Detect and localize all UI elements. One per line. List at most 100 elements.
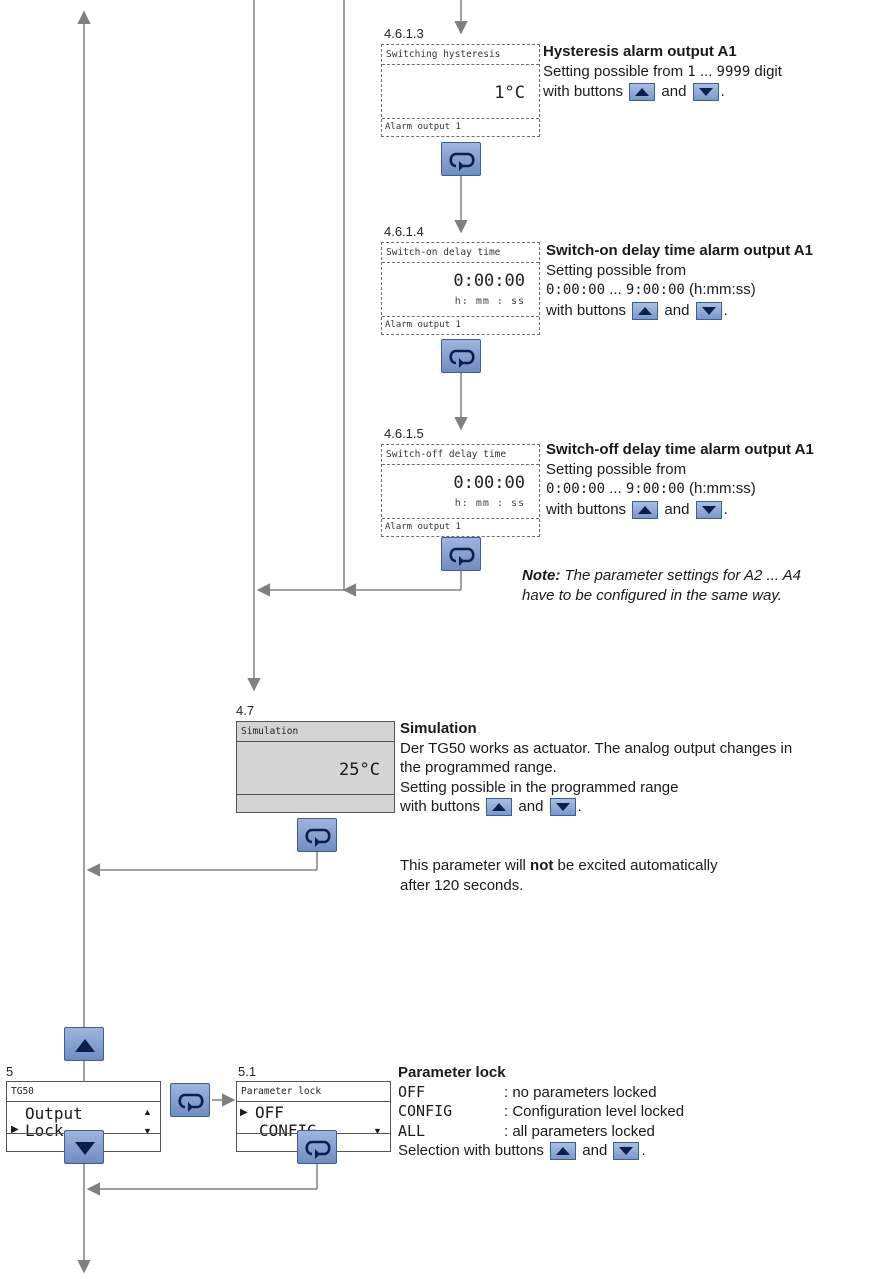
menu-item-output[interactable]: Output: [25, 1104, 83, 1123]
display-header: Simulation: [237, 722, 394, 742]
option-key: OFF: [398, 1082, 426, 1101]
option-key: CONFIG: [398, 1102, 453, 1120]
note-line: The parameter settings for A2 ... A4: [560, 567, 801, 584]
description-title: Simulation: [400, 720, 477, 737]
display-value: 0:00:00: [453, 271, 525, 291]
cycle-arrow-icon: [305, 1140, 331, 1159]
option-description: : no parameters locked: [504, 1083, 657, 1101]
description-text: with buttons: [400, 798, 481, 815]
description-title: Switch-off delay time alarm output A1: [546, 441, 814, 458]
description-text: .: [577, 798, 582, 815]
note-line: have to be configured in the same way.: [522, 587, 782, 604]
description-text: and: [661, 83, 687, 100]
description-text: .: [723, 301, 728, 319]
cycle-arrow-icon: [449, 547, 475, 566]
display-header: Switch-on delay time: [382, 243, 539, 263]
simulation-description: Simulation Der TG50 works as actuator. T…: [400, 719, 890, 817]
up-button-icon: [486, 798, 513, 817]
up-triangle-icon: [75, 1039, 95, 1052]
option-description: : all parameters locked: [504, 1122, 655, 1140]
range-min: 1: [687, 63, 696, 80]
up-button-icon: [632, 301, 659, 320]
selection-pointer-icon: ▶: [11, 1124, 19, 1135]
cycle-button-4-7[interactable]: [297, 818, 337, 852]
cycle-arrow-icon: [178, 1093, 204, 1112]
scroll-up-icon: ▲: [143, 1107, 152, 1117]
down-button-icon: [692, 83, 719, 102]
range-separator: ...: [605, 281, 626, 298]
up-button-icon: [632, 500, 659, 519]
cycle-arrow-icon: [305, 828, 331, 847]
up-triangle-icon: [556, 1147, 571, 1156]
description-text: be excited automatically: [553, 857, 718, 874]
step-number-4-6-1-3: 4.6.1.3: [384, 26, 424, 41]
scroll-down-icon: ▼: [143, 1126, 152, 1136]
range-min: 0:00:00: [546, 481, 606, 497]
note-label: Note:: [522, 567, 561, 584]
display-header: Parameter lock: [237, 1082, 390, 1102]
cycle-button-5-1[interactable]: [297, 1130, 337, 1164]
switch-on-delay-description: Switch-on delay time alarm output A1 Set…: [546, 241, 886, 320]
option-key: ALL: [398, 1121, 426, 1140]
hysteresis-display: Switching hysteresis 1°C Alarm output 1: [381, 44, 540, 137]
down-triangle-icon: [701, 306, 716, 315]
range-max: 9:00:00: [625, 481, 685, 497]
description-text: with buttons: [546, 500, 627, 518]
down-triangle-icon: [75, 1142, 95, 1155]
cycle-button-4-6-1-5[interactable]: [441, 537, 481, 571]
cycle-arrow-icon: [449, 152, 475, 171]
down-button-icon: [695, 500, 722, 519]
switch-off-delay-display: Switch-off delay time 0:00:00 h: mm : ss…: [381, 444, 540, 537]
description-text: This parameter will: [400, 857, 531, 874]
step-number-5-1: 5.1: [238, 1064, 257, 1079]
range-separator: ...: [695, 62, 717, 80]
description-text: and: [664, 301, 690, 319]
display-value: 1°C: [494, 83, 525, 103]
cycle-button-4-6-1-4[interactable]: [441, 339, 481, 373]
down-triangle-icon: [698, 88, 713, 97]
option-description: : Configuration level locked: [504, 1103, 685, 1120]
parameter-lock-description: Parameter lock OFF: no parameters locked…: [398, 1063, 878, 1161]
step-number-4-6-1-4: 4.6.1.4: [384, 224, 424, 239]
description-title: Switch-on delay time alarm output A1: [546, 242, 813, 259]
description-text: Setting possible from: [543, 62, 688, 80]
down-button[interactable]: [64, 1130, 104, 1164]
description-text: Selection with buttons: [398, 1142, 544, 1159]
simulation-extra-note: This parameter will not be excited autom…: [400, 856, 820, 895]
menu-item-lock[interactable]: Lock: [25, 1121, 64, 1140]
switch-on-delay-display: Switch-on delay time 0:00:00 h: mm : ss …: [381, 242, 540, 335]
description-title: Hysteresis alarm output A1: [543, 43, 737, 60]
description-text: .: [723, 500, 728, 518]
cycle-arrow-icon: [449, 349, 475, 368]
cycle-button-5[interactable]: [170, 1083, 210, 1117]
option-off[interactable]: OFF: [255, 1103, 284, 1122]
switch-off-delay-description: Switch-off delay time alarm output A1 Se…: [546, 440, 886, 519]
display-unit: h: mm : ss: [454, 498, 525, 509]
up-triangle-icon: [638, 505, 653, 514]
down-triangle-icon: [619, 1147, 634, 1156]
down-button-icon: [549, 798, 576, 817]
range-unit: (h:mm:ss): [684, 480, 756, 497]
description-text: after 120 seconds.: [400, 876, 524, 894]
up-button[interactable]: [64, 1027, 104, 1061]
selection-pointer-icon: ▶: [240, 1107, 248, 1118]
display-footer: Alarm output 1: [382, 518, 539, 536]
down-triangle-icon: [701, 505, 716, 514]
cycle-button-4-6-1-3[interactable]: [441, 142, 481, 176]
display-header: Switching hysteresis: [382, 45, 539, 65]
down-button-icon: [613, 1142, 640, 1161]
step-number-4-7: 4.7: [236, 703, 255, 718]
description-text: and: [582, 1142, 608, 1159]
description-text: .: [720, 83, 725, 100]
description-text: Setting possible from: [546, 460, 687, 478]
up-triangle-icon: [635, 88, 650, 97]
down-triangle-icon: [555, 803, 570, 812]
range-min: 0:00:00: [546, 282, 606, 298]
range-max: 9999: [716, 63, 751, 80]
range-unit: digit: [750, 62, 782, 80]
description-text: Der TG50 works as actuator. The analog o…: [400, 739, 793, 757]
description-text: and: [664, 500, 690, 518]
display-unit: h: mm : ss: [454, 296, 525, 307]
step-number-4-6-1-5: 4.6.1.5: [384, 426, 424, 441]
simulation-display: Simulation 25°C: [236, 721, 395, 813]
